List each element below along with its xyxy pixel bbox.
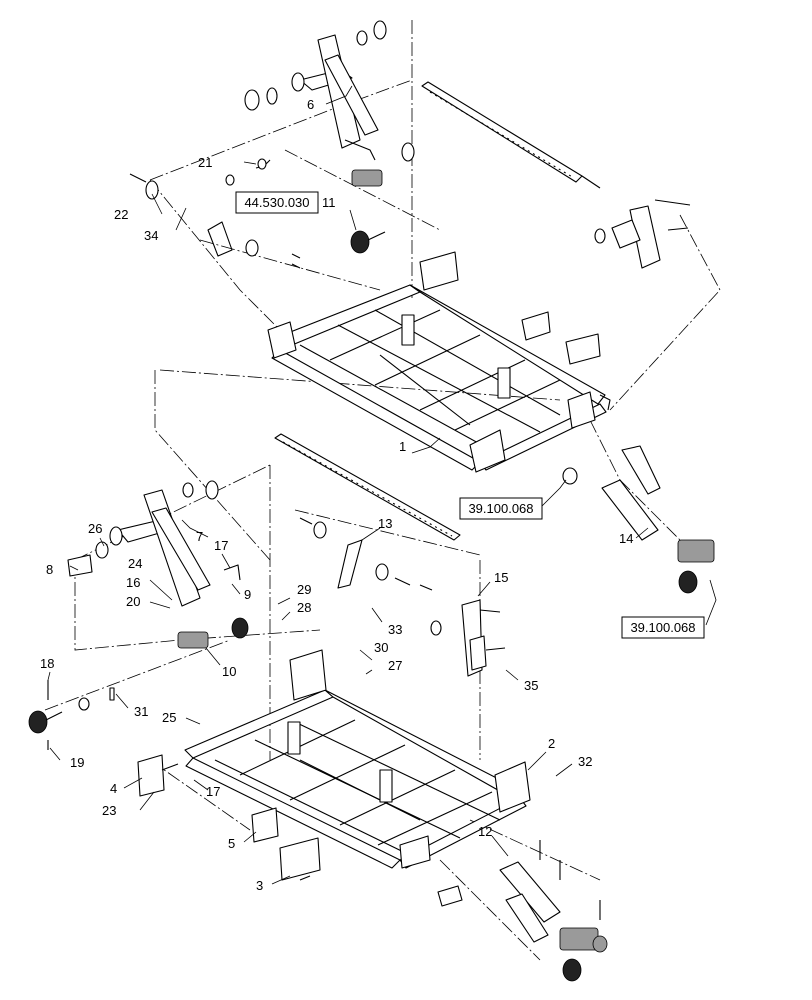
- upper-right-arm: [594, 199, 691, 269]
- lower-right-link: [437, 840, 608, 982]
- callout-1[interactable]: 1: [399, 439, 406, 454]
- callout-19[interactable]: 19: [70, 755, 84, 770]
- callout-3[interactable]: 3: [256, 878, 263, 893]
- callout-17b[interactable]: 17: [206, 784, 220, 799]
- callout-5[interactable]: 5: [228, 836, 235, 851]
- callout-32[interactable]: 32: [578, 754, 592, 769]
- callout-12[interactable]: 12: [478, 824, 492, 839]
- leader-lines: [47, 85, 717, 885]
- callout-7[interactable]: 7: [196, 529, 203, 544]
- callout-20[interactable]: 20: [126, 594, 140, 609]
- upper-spring-tube: [421, 81, 601, 189]
- callout-13[interactable]: 13: [378, 516, 392, 531]
- callout-22[interactable]: 22: [114, 207, 128, 222]
- reference-box-top[interactable]: 44.530.030: [235, 191, 319, 214]
- reference-label: 44.530.030: [244, 195, 309, 210]
- callout-29[interactable]: 29: [297, 582, 311, 597]
- callout-34[interactable]: 34: [144, 228, 158, 243]
- upper-hitch-assembly: [244, 20, 415, 187]
- callout-11[interactable]: 11: [322, 195, 336, 210]
- callout-21[interactable]: 21: [198, 155, 212, 170]
- reference-box-mid[interactable]: 39.100.068: [459, 497, 543, 520]
- callout-4[interactable]: 4: [110, 781, 117, 796]
- callout-31[interactable]: 31: [134, 704, 148, 719]
- center-link-13: [299, 517, 433, 591]
- callout-16[interactable]: 16: [126, 575, 140, 590]
- callout-27[interactable]: 27: [388, 658, 402, 673]
- callout-30[interactable]: 30: [374, 640, 388, 655]
- frame-mount-plates: [419, 251, 601, 365]
- shank-mounts: [137, 754, 431, 881]
- callout-23[interactable]: 23: [102, 803, 116, 818]
- callout-14[interactable]: 14: [619, 531, 633, 546]
- lower-main-frame: [184, 649, 531, 869]
- callout-24[interactable]: 24: [128, 556, 142, 571]
- callout-28[interactable]: 28: [297, 600, 311, 615]
- reference-box-right[interactable]: 39.100.068: [621, 616, 705, 639]
- reference-label: 39.100.068: [468, 501, 533, 516]
- upper-hardware: [129, 158, 301, 269]
- callout-2[interactable]: 2: [548, 736, 555, 751]
- lower-hitch-assembly: [67, 480, 249, 649]
- lower-left-hardware: [28, 680, 115, 750]
- upper-main-frame: [267, 284, 611, 473]
- reference-label: 39.100.068: [630, 620, 695, 635]
- callout-33[interactable]: 33: [388, 622, 402, 637]
- callout-17a[interactable]: 17: [214, 538, 228, 553]
- callout-8[interactable]: 8: [46, 562, 53, 577]
- right-upper-link: [562, 445, 715, 594]
- callout-15[interactable]: 15: [494, 570, 508, 585]
- bracket-15: [430, 599, 506, 677]
- callout-26[interactable]: 26: [88, 521, 102, 536]
- callout-6[interactable]: 6: [307, 97, 314, 112]
- lower-spring-tube: [274, 433, 461, 541]
- callout-10[interactable]: 10: [222, 664, 236, 679]
- callout-18[interactable]: 18: [40, 656, 54, 671]
- callout-35[interactable]: 35: [524, 678, 538, 693]
- callout-labels: 6 21 22 34 11 1 14 26 7 17 24 8 16 9 20 …: [40, 97, 633, 893]
- callout-9[interactable]: 9: [244, 587, 251, 602]
- callout-25[interactable]: 25: [162, 710, 176, 725]
- gauge-wheel-upper: [350, 230, 386, 254]
